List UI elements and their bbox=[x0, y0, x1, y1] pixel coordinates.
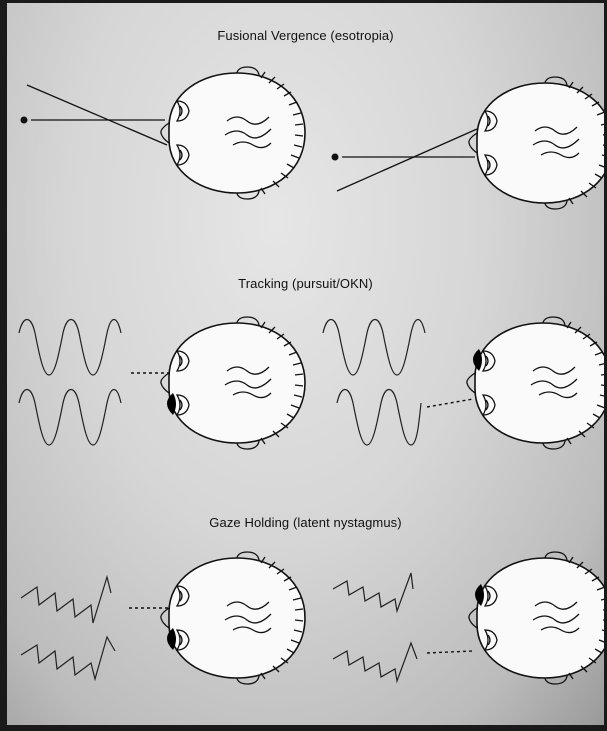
head-top-view-icon bbox=[161, 552, 305, 684]
nystagmus-trace bbox=[333, 643, 417, 681]
head-top-view-icon bbox=[161, 317, 305, 449]
nystagmus-trace bbox=[21, 637, 115, 679]
eye-movement-diagram bbox=[7, 3, 604, 725]
tracking-left-group bbox=[19, 317, 305, 449]
eye-trace-waveform bbox=[337, 390, 421, 446]
vergence-left-group bbox=[21, 67, 306, 199]
fixation-target-icon bbox=[332, 154, 339, 161]
gaze-link-dashed bbox=[427, 651, 473, 653]
diagram-page: Fusional Vergence (esotropia) Tracking (… bbox=[7, 3, 604, 725]
eye-trace-waveform bbox=[19, 320, 121, 376]
gaze-left-group bbox=[21, 552, 305, 684]
gaze-right-group bbox=[333, 552, 604, 684]
nystagmus-trace bbox=[333, 573, 413, 611]
fixation-target-icon bbox=[21, 117, 28, 124]
line-of-sight bbox=[27, 85, 167, 145]
gaze-link-dashed bbox=[427, 399, 473, 407]
head-top-view-icon bbox=[469, 77, 604, 209]
nystagmus-trace bbox=[21, 577, 111, 623]
tracking-right-group bbox=[323, 317, 604, 449]
vergence-right-group bbox=[332, 77, 605, 209]
head-top-view-icon bbox=[469, 552, 604, 684]
line-of-sight bbox=[337, 129, 477, 191]
head-top-view-icon bbox=[161, 67, 305, 199]
head-top-view-icon bbox=[467, 317, 604, 449]
eye-trace-waveform bbox=[19, 390, 121, 446]
eye-trace-waveform bbox=[323, 320, 425, 376]
